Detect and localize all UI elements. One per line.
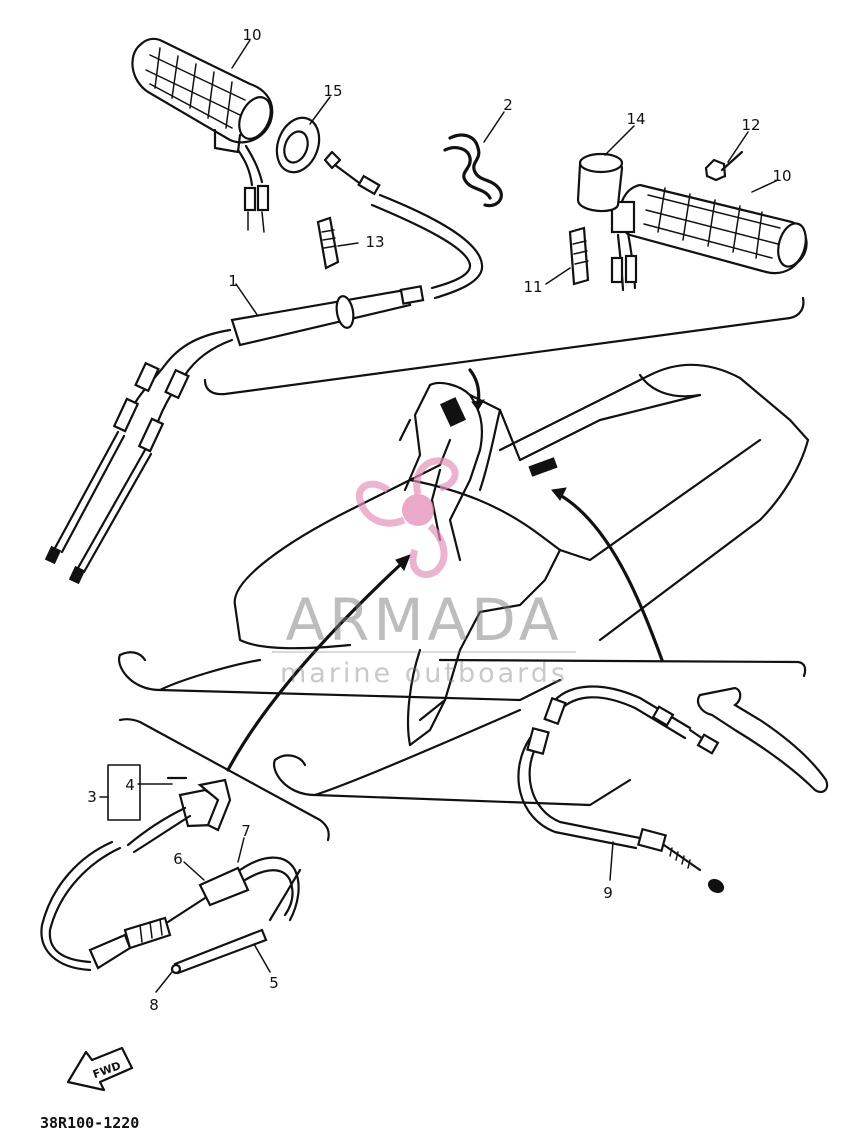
- left-handlebar-grip: [131, 37, 274, 233]
- callout-labels: 10 15 2 14 12 10 13 11 1 3 4 6 7 8 5 9: [87, 26, 791, 1014]
- callout-2: 2: [503, 96, 513, 114]
- throttle-cable: [44, 150, 484, 585]
- callout-14: 14: [626, 110, 645, 128]
- group-bracket-right: [438, 658, 807, 678]
- wire-clip-11: [568, 226, 590, 286]
- snowmobile-body: [117, 363, 810, 807]
- collar-14: [576, 152, 624, 213]
- callout-1: 1: [228, 272, 238, 290]
- callout-7: 7: [241, 822, 251, 840]
- callout-9: 9: [603, 884, 613, 902]
- right-handlebar-grip: [610, 183, 808, 292]
- group-bracket-left: [118, 718, 330, 842]
- watermark-title: ARMADA: [285, 586, 562, 654]
- callout-6: 6: [173, 850, 183, 868]
- screw-12: [704, 150, 744, 182]
- part-code: 38R100-1220: [40, 1114, 139, 1132]
- callout-10-right: 10: [772, 167, 791, 185]
- callout-11: 11: [523, 278, 542, 296]
- callout-13: 13: [365, 233, 384, 251]
- wire-clip-13: [316, 216, 340, 270]
- brake-lever: [696, 686, 829, 794]
- armada-watermark: ARMADA marine outboards: [272, 457, 576, 689]
- callout-3: 3: [87, 788, 97, 806]
- watermark-subtitle: marine outboards: [280, 658, 568, 689]
- ring-collar: [275, 116, 321, 174]
- callout-leaders: [99, 39, 779, 993]
- callout-15: 15: [323, 82, 342, 100]
- callout-5: 5: [269, 974, 279, 992]
- brake-cable: [517, 685, 725, 894]
- callout-12: 12: [741, 116, 760, 134]
- callout-10-left: 10: [242, 26, 261, 44]
- callout-8: 8: [149, 996, 159, 1014]
- choke-assembly: [40, 764, 302, 975]
- forward-arrow-icon: FWD: [66, 1046, 134, 1092]
- armada-logo-icon: [355, 457, 459, 578]
- callout-4: 4: [125, 776, 135, 794]
- spring-clip: [443, 133, 503, 208]
- group-bracket-top: [203, 296, 805, 396]
